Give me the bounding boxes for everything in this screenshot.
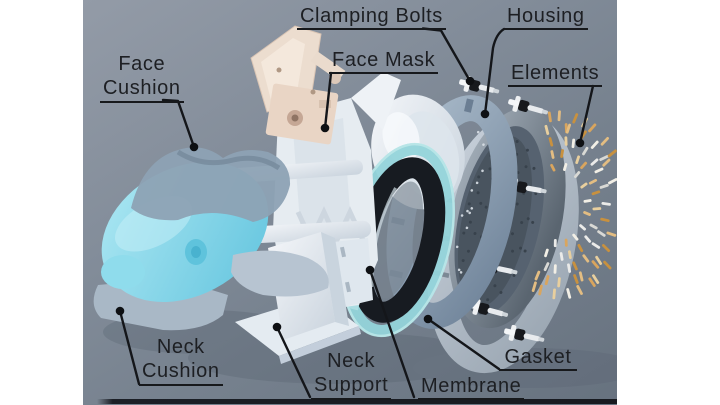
exploded-view-render (93, 25, 617, 388)
label-clamping-bolts: Clamping Bolts (297, 6, 446, 30)
clamping-bolt (459, 75, 500, 94)
render-area: Face Cushion Clamping Bolts Face Mask Ho… (83, 0, 617, 405)
clamping-bolt (508, 95, 548, 115)
clamp-mechanism (250, 25, 346, 145)
clamping-bolt (468, 298, 509, 317)
face-cushion-model (131, 147, 291, 222)
label-neck-support: Neck Support (311, 350, 392, 400)
label-face-cushion: Face Cushion (100, 53, 184, 103)
label-gasket: Gasket (499, 347, 577, 371)
head-and-cushions (93, 147, 329, 331)
label-housing: Housing (504, 6, 588, 30)
label-face-mask: Face Mask (329, 50, 439, 74)
clamping-bolt (504, 324, 545, 342)
label-elements: Elements (508, 63, 603, 87)
label-neck-cushion: Neck Cushion (139, 336, 223, 386)
label-membrane: Membrane (418, 376, 525, 400)
bottom-dark-strip (97, 399, 617, 404)
arm-cushion (231, 250, 329, 297)
elements-array (531, 110, 617, 300)
